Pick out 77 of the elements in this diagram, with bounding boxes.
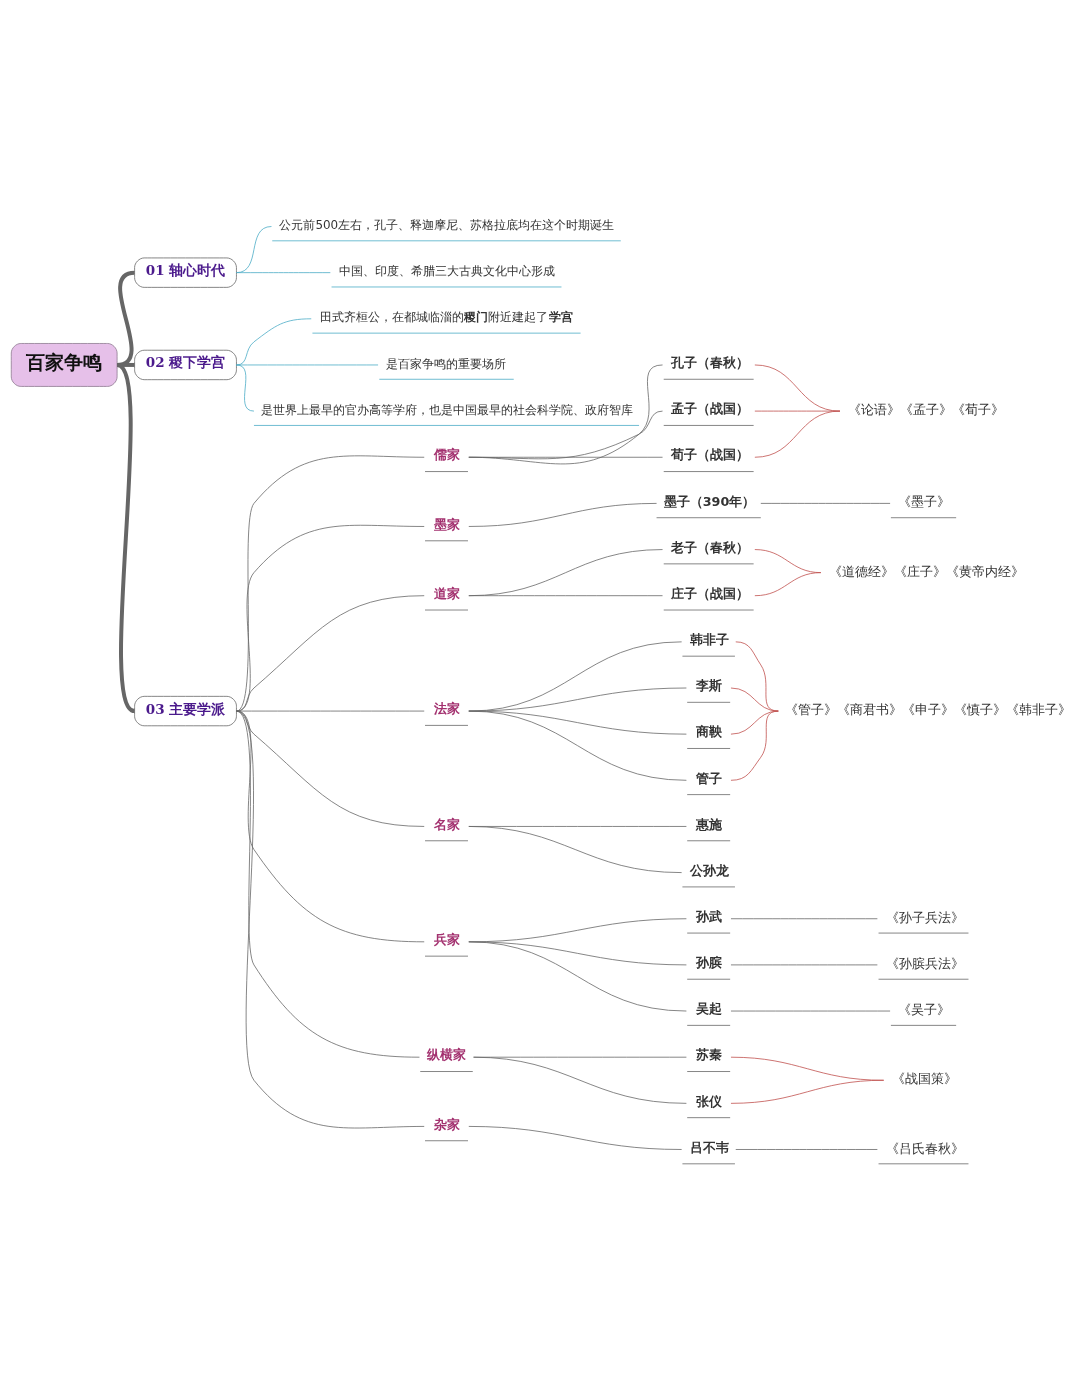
node-text: 吴起 (695, 1000, 722, 1016)
node-text: 法家 (433, 700, 460, 716)
node-text: 公元前500左右，孔子、释迦摩尼、苏格拉底均在这个时期诞生 (279, 217, 615, 232)
node-text: 《吕氏春秋》 (885, 1140, 964, 1156)
node-text: 纵横家 (427, 1046, 467, 1062)
node-text: 《墨子》 (898, 493, 951, 509)
connector (468, 456, 663, 458)
connector (754, 571, 822, 596)
connector (754, 364, 841, 411)
node-text: 杂家 (433, 1116, 460, 1132)
node-text: 《孙子兵法》 (885, 909, 964, 925)
connector (468, 502, 657, 527)
node-box: 03 主要学派 (134, 695, 237, 726)
connector (473, 1056, 687, 1104)
connector (468, 364, 663, 464)
node-text: 田式齐桓公，在都城临淄的稷门附近建起了学宫 (319, 309, 573, 324)
node-text: 管子 (695, 770, 722, 786)
connector (236, 710, 425, 942)
node-text: 张仪 (695, 1093, 722, 1109)
connector (468, 410, 663, 459)
connector (236, 454, 425, 711)
node-text: 老子（春秋） (670, 539, 749, 555)
node-text: 孔子（春秋） (670, 354, 749, 370)
node-text: 中国、印度、希腊三大古典文化中心形成 (338, 263, 555, 278)
node-text: 孙膑 (695, 954, 722, 970)
node-text: 是世界上最早的官办高等学府，也是中国最早的社会科学院、政府智库 (261, 402, 634, 417)
node-text: 荀子（战国） (670, 446, 749, 462)
node-text: 李斯 (695, 677, 722, 693)
node-box: 百家争鸣 (10, 342, 118, 387)
connector (468, 594, 663, 596)
node-text: 兵家 (433, 931, 460, 947)
node-box: 02 稷下学宫 (134, 349, 237, 380)
node-text: 《论语》《孟子》《荀子》 (847, 401, 1004, 417)
node-text: 《孙膑兵法》 (885, 955, 964, 971)
connector (730, 687, 779, 711)
node-text: 韩非子 (689, 631, 729, 647)
connector (730, 710, 779, 781)
connector (236, 364, 255, 411)
node-text: 是百家争鸣的重要场所 (386, 356, 507, 371)
connector (730, 917, 878, 919)
connector (730, 710, 779, 735)
connector (236, 594, 425, 711)
connector (236, 364, 379, 365)
node-text: 儒家 (433, 446, 460, 462)
connector (735, 1148, 878, 1150)
node-text: 《吴子》 (898, 1001, 951, 1017)
node-text: 庄子（战国） (670, 585, 749, 601)
node-text: 墨子（390年） (663, 493, 756, 509)
node-text: 道家 (433, 585, 460, 601)
connector (468, 825, 683, 873)
connector (754, 410, 841, 458)
connector (236, 710, 425, 827)
connector (754, 410, 841, 411)
connector (468, 710, 687, 781)
node-box: 01 轴心时代 (134, 257, 237, 288)
node-text: 吕不韦 (689, 1139, 729, 1155)
connector (236, 271, 331, 273)
node-text: 名家 (433, 816, 460, 832)
node-text: 孙武 (695, 908, 722, 924)
connector (730, 964, 878, 965)
connector (236, 524, 425, 711)
node-text: 孟子（战国） (670, 400, 749, 416)
node-text: 苏秦 (695, 1046, 722, 1062)
connector (760, 502, 891, 504)
node-text: 《管子》《商君书》《申子》《慎子》《韩非子》 (785, 701, 1072, 717)
node-text: 《战国策》 (892, 1070, 958, 1086)
connector (730, 1010, 891, 1011)
connector (730, 1079, 885, 1104)
connector (468, 1125, 683, 1150)
node-text: 《道德经》《庄子》《黄帝内经》 (829, 563, 1025, 579)
connector (468, 548, 663, 596)
node-text: 墨家 (433, 516, 460, 532)
node-text: 公孙龙 (689, 862, 729, 878)
connector (468, 940, 687, 1011)
connector (236, 710, 425, 1128)
node-text: 惠施 (695, 816, 722, 832)
node-text: 商鞅 (695, 723, 722, 739)
